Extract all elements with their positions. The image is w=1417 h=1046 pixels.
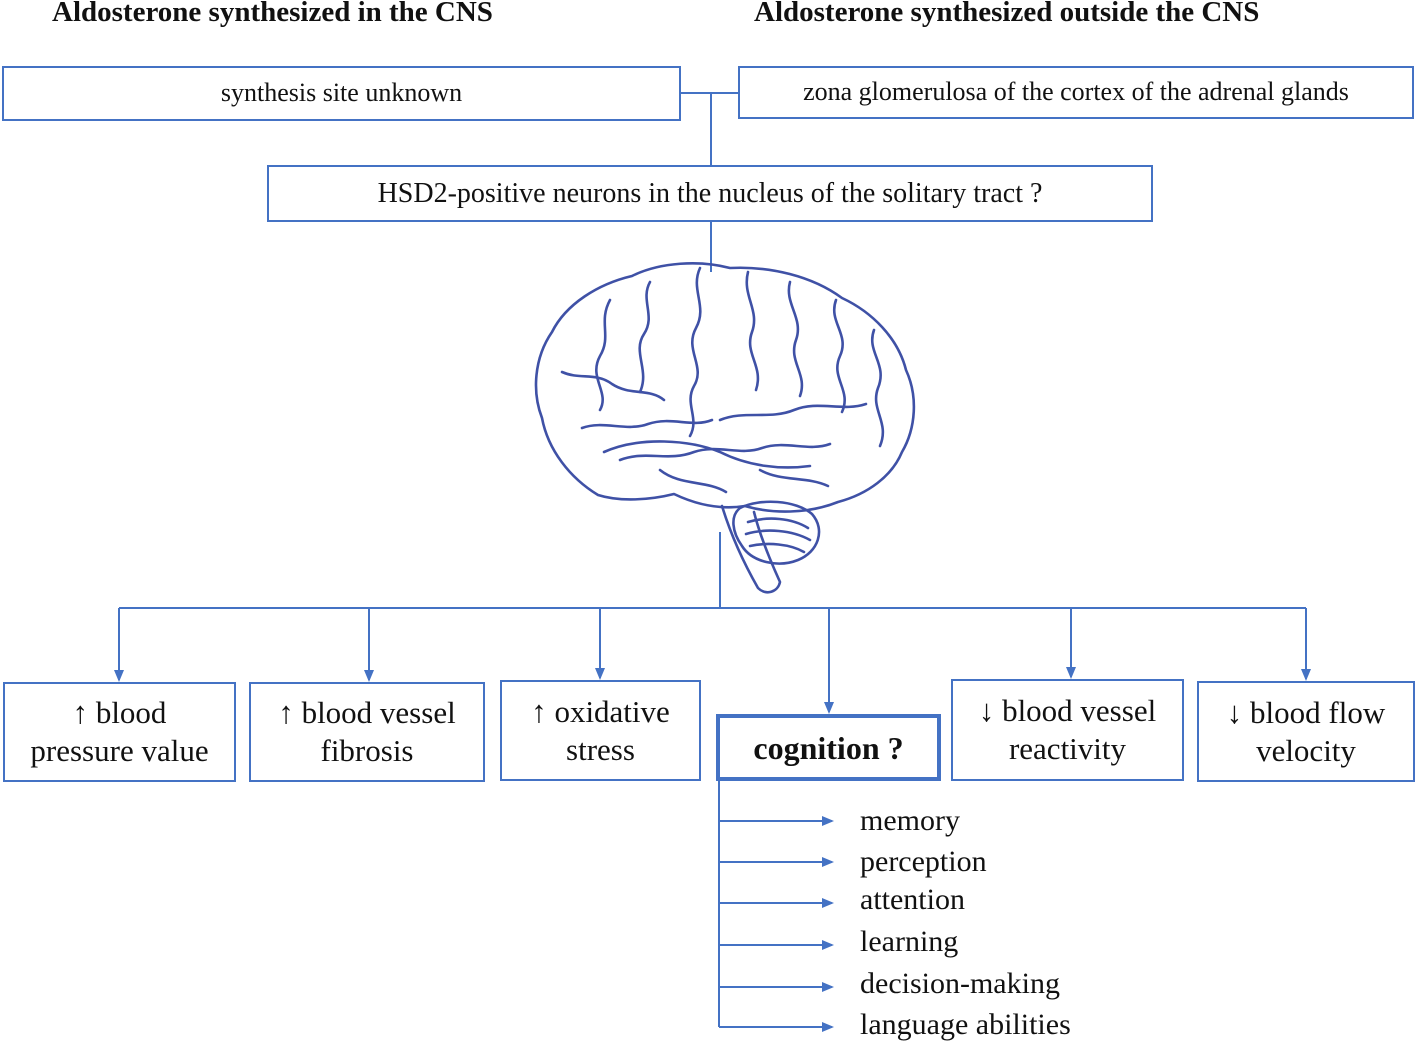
hsd2-neurons-label: HSD2-positive neurons in the nucleus of … xyxy=(377,178,1043,209)
cns-synthesis-site-label: synthesis site unknown xyxy=(220,78,463,108)
effect-label-vessel-reactivity: ↓ blood vessel reactivity xyxy=(978,693,1157,766)
effect-box-vessel-fibrosis: ↑ blood vessel fibrosis xyxy=(249,682,485,782)
cns-heading: Aldosterone synthesized in the CNS xyxy=(52,0,493,28)
effect-box-oxidative-stress: ↑ oxidative stress xyxy=(500,680,701,781)
effect-box-blood-pressure: ↑ blood pressure value xyxy=(3,682,236,782)
cognition-item-attention: attention xyxy=(860,883,965,916)
adrenal-synthesis-site-box: zona glomerulosa of the cortex of the ad… xyxy=(738,66,1414,119)
outside-cns-heading: Aldosterone synthesized outside the CNS xyxy=(754,0,1260,28)
brain-icon xyxy=(534,262,916,594)
hsd2-neurons-box: HSD2-positive neurons in the nucleus of … xyxy=(267,165,1153,222)
cognition-item-language-abilities: language abilities xyxy=(860,1008,1071,1041)
effect-box-cognition: cognition ? xyxy=(716,714,941,781)
effect-label-vessel-fibrosis: ↑ blood vessel fibrosis xyxy=(278,695,456,768)
effect-label-cognition: cognition ? xyxy=(753,729,904,766)
effect-label-oxidative-stress: ↑ oxidative stress xyxy=(531,693,670,767)
effect-box-vessel-reactivity: ↓ blood vessel reactivity xyxy=(951,679,1184,781)
effect-box-blood-flow: ↓ blood flow velocity xyxy=(1197,681,1415,782)
cns-synthesis-site-box: synthesis site unknown xyxy=(2,66,681,121)
cognition-item-memory: memory xyxy=(860,804,960,837)
effect-label-blood-pressure: ↑ blood pressure value xyxy=(30,695,209,768)
cognition-item-decision-making: decision-making xyxy=(860,967,1060,1000)
source-merge-connector xyxy=(681,92,739,166)
effect-label-blood-flow: ↓ blood flow velocity xyxy=(1226,694,1386,768)
adrenal-synthesis-site-label: zona glomerulosa of the cortex of the ad… xyxy=(803,77,1349,107)
cognition-item-learning: learning xyxy=(860,925,959,958)
cognition-item-perception: perception xyxy=(860,845,987,878)
